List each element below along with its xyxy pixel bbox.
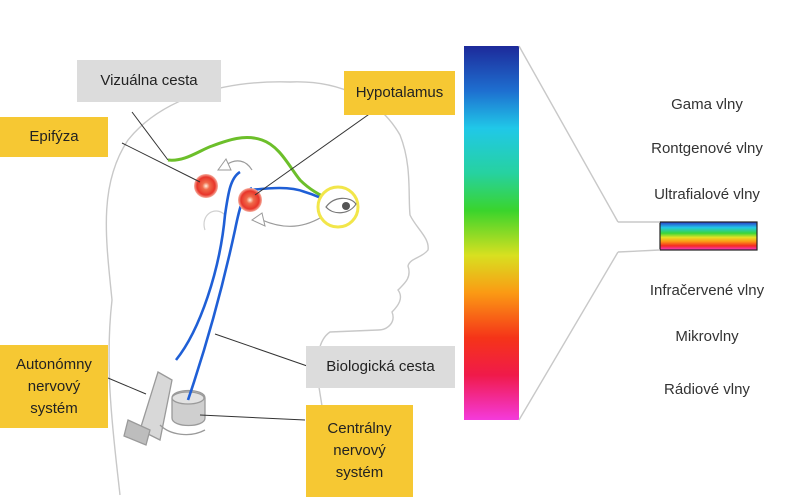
head-outline	[105, 81, 429, 496]
spinal-column	[123, 371, 206, 446]
label-vizualna-cesta: Vizuálna cesta	[77, 60, 221, 102]
wave-radiove: Rádiové vlny	[664, 381, 750, 398]
wave-mikrovlny: Mikrovlny	[675, 328, 739, 345]
light-arrow	[261, 214, 326, 227]
eye-icon	[316, 185, 360, 229]
hypothalamus-gland	[238, 188, 262, 212]
pineal-gland	[194, 174, 218, 198]
wave-infracervene: Infračervené vlny	[649, 282, 765, 299]
label-autonomny-line-2: nervový	[27, 377, 81, 395]
label-centralny-line-2: nervový	[333, 442, 386, 459]
wave-gama: Gama vlny	[671, 96, 743, 113]
label-biologicka-cesta: Biologická cesta	[306, 346, 455, 388]
visual-pathway	[167, 136, 331, 202]
electromagnetic-spectrum-bar	[464, 46, 519, 420]
label-autonomny-nervovy-system: Autonómny nervový systém	[0, 345, 108, 428]
label-hypotalamus: Hypotalamus	[344, 71, 455, 115]
label-autonomny-line-1: Autonómny	[16, 355, 92, 373]
ear-outline	[203, 210, 226, 231]
wave-rontgen: Rontgenové vlny	[651, 140, 763, 157]
arrow-head-icon	[251, 212, 266, 227]
leader-lines	[107, 109, 376, 421]
label-epifyza: Epifýza	[0, 117, 108, 157]
arrow-head-icon-2	[217, 158, 232, 171]
visible-spectrum-bar	[659, 221, 758, 251]
label-autonomny-line-3: systém	[30, 399, 78, 417]
label-centralny-line-1: Centrálny	[327, 420, 392, 437]
label-centralny-nervovy-system: Centrálny nervový systém	[306, 405, 413, 497]
label-centralny-line-3: systém	[335, 464, 384, 481]
wave-ultrafialove: Ultrafialové vlny	[654, 186, 760, 203]
